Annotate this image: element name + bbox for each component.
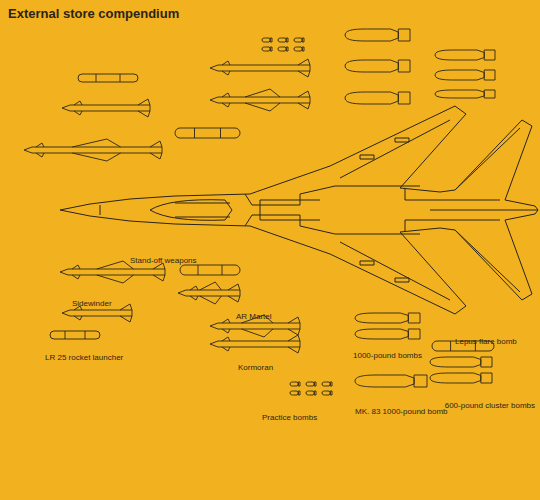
label-box: Stand-off weapons [130,249,197,267]
store-shape [435,90,495,98]
title-box: External store compendium [8,4,179,22]
store-shape [278,47,288,51]
store-shape [50,331,100,339]
store-shape [262,47,272,51]
store-label: Sidewinder [72,299,112,308]
store-label: AR Martel [236,312,272,321]
store-shape [290,391,300,395]
store-shape [62,99,150,117]
store-shape [78,74,138,82]
label-box: Sidewinder [72,292,112,310]
store-shape [355,329,420,339]
store-label: Stand-off weapons [130,256,197,265]
store-shape [306,391,316,395]
store-label: 600-pound cluster bombs [445,401,535,410]
store-label: Lepus flare bomb [455,337,517,346]
store-shape [178,282,240,304]
store-shape [322,391,332,395]
store-shape [345,92,410,104]
store-label: LR 25 rocket launcher [45,353,123,362]
store-shape [290,382,300,386]
store-shape [345,29,410,41]
store-shape [175,128,240,138]
store-shape [294,47,304,51]
label-box: Lepus flare bomb [455,330,517,348]
store-shape [180,265,240,275]
store-shape [210,89,310,111]
store-shape [345,60,410,72]
store-shape [210,335,300,353]
store-shape [355,313,420,323]
label-box: Practice bombs [262,406,317,424]
store-shape [294,38,304,42]
label-box: MK. 83 1000-pound bomb [355,400,448,418]
store-shape [430,357,492,367]
store-label: 1000-pound bombs [353,351,422,360]
label-box: AR Martel [236,305,272,323]
store-label: MK. 83 1000-pound bomb [355,407,448,416]
store-shape [210,59,310,77]
label-box: Kormoran [238,356,273,374]
store-shape [322,382,332,386]
store-shape [262,38,272,42]
store-shape [355,375,427,387]
label-box: LR 25 rocket launcher [45,346,123,364]
label-box: 1000-pound bombs [353,344,422,362]
store-shape [306,382,316,386]
label-box: 600-pound cluster bombs [445,394,535,412]
store-shape [430,373,492,383]
store-label: Practice bombs [262,413,317,422]
store-shape [278,38,288,42]
title: External store compendium [8,6,179,21]
store-label: Kormoran [238,363,273,372]
store-shape [435,70,495,80]
store-shape [24,139,162,161]
store-shape [435,50,495,60]
